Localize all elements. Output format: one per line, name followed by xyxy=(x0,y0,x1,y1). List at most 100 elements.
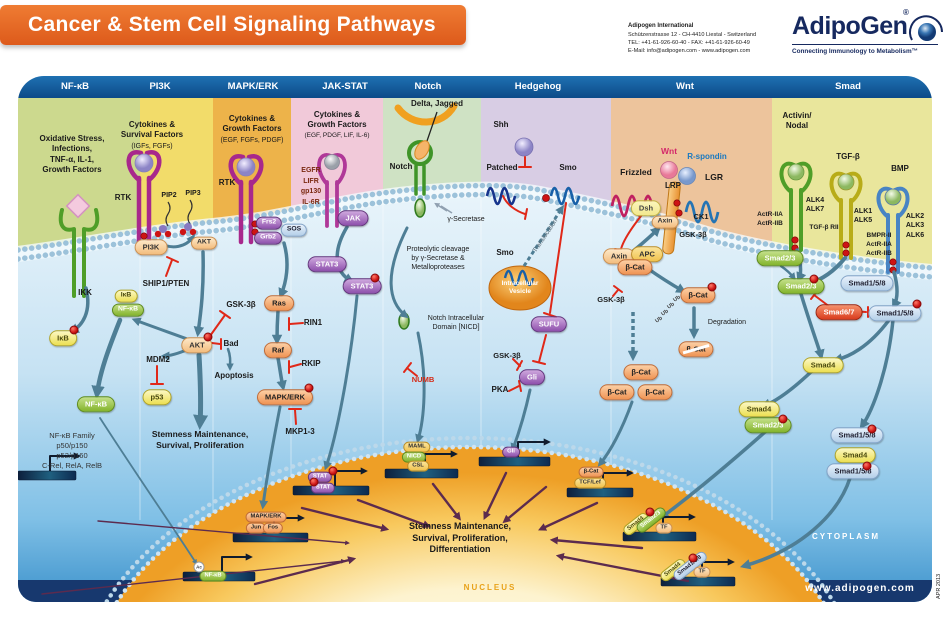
gamma-secretase-label: γ-Secretase xyxy=(447,216,485,223)
smo-vesicle-label: Smo xyxy=(496,248,514,257)
shh-label: Shh xyxy=(493,120,509,129)
mapk-ligand-title: Cytokines & Growth Factors xyxy=(222,114,282,134)
tgfb-label: TGF-β xyxy=(836,152,860,161)
cytoplasm-region-label: CYTOPLASM xyxy=(811,532,881,541)
ras-pill: Ras xyxy=(264,295,294,311)
akt-membrane-pill: AKT xyxy=(191,236,217,250)
vesicle-label: Intracellular Vesicle xyxy=(501,280,539,296)
lrp-label: LRP xyxy=(665,181,681,190)
gli-pill: Gli xyxy=(518,369,546,385)
title-bar: Cancer & Stem Cell Signaling Pathways xyxy=(0,5,466,45)
rkip-label: RKIP xyxy=(301,359,321,368)
bcat-free-pill-1: β-Cat xyxy=(623,364,659,380)
phospho-dot-ikb xyxy=(69,325,79,335)
phospho-dot-stat-nuc2 xyxy=(309,477,319,487)
company-info: Adipogen International Schützenstrasse 1… xyxy=(628,22,756,55)
mapk-ligand-sub: (EGF, FGFs, PDGF) xyxy=(220,137,284,144)
company-address: Schützenstrasse 12 - CH-4410 Liestal - S… xyxy=(628,31,757,38)
dsh-pill: Dsh xyxy=(630,200,662,216)
company-email: E-Mail: info@adipogen.com - www.adipogen… xyxy=(628,47,751,54)
column-notch: Notch xyxy=(414,81,442,92)
fos-pill: Fos xyxy=(262,522,284,534)
jakstat-ligand-sub: (EGF, PDGF, LIF, IL-6) xyxy=(304,132,370,139)
nfkb-stimuli-label: Oxidative Stress, Infections, TNF-α, IL-… xyxy=(39,134,105,175)
gsk3b-label-pi3k: GSK-3β xyxy=(226,300,256,309)
column-pi3k: PI3K xyxy=(149,81,171,92)
jak-pill: JAK xyxy=(337,210,369,226)
smad4-pill: Smad4 xyxy=(802,357,844,373)
pi3k-outcome-label: Stemness Maintenance, Survival, Prolifer… xyxy=(151,429,249,451)
axin-lrp-pill: Axin xyxy=(651,215,679,229)
logo-registered-mark: ® xyxy=(903,8,909,17)
phospho-dot-smad158-right2 xyxy=(862,461,872,471)
phospho-dot-smad23-nuc xyxy=(645,507,655,517)
column-nfkb: NF-κB xyxy=(61,81,89,92)
nfkb-family-label: NF-κB Family p50/p150 p52/p160 C-Rel, Re… xyxy=(41,431,103,471)
rin1-label: RIN1 xyxy=(303,318,323,327)
ikb-pill-top: IκB xyxy=(114,289,138,303)
nicd-note: Notch Intracellular Domain [NICD] xyxy=(427,315,485,332)
ship-pten-label: SHIP1/PTEN xyxy=(142,279,190,288)
band-notch xyxy=(383,98,481,310)
degradation-label: Degradation xyxy=(707,319,747,326)
apoptosis-label: Apoptosis xyxy=(214,371,254,380)
diagram-panel: NF-κB PI3K MAPK/ERK JAK-STAT Notch Hedge… xyxy=(18,76,932,602)
mkp13-label: MKP1-3 xyxy=(285,427,315,436)
tf-pill-1: TF xyxy=(655,522,673,534)
column-wnt: Wnt xyxy=(676,81,694,92)
pip3-label: PIP3 xyxy=(185,190,201,197)
raf-pill: Raf xyxy=(263,342,293,358)
bmp-label: BMP xyxy=(891,164,909,173)
phospho-dot-smad158-right1 xyxy=(867,424,877,434)
frs2-pill: Frs2 xyxy=(255,216,283,230)
mapk-rtk-label: RTK xyxy=(218,178,236,187)
gsk3b-label-hh: GSK-3β xyxy=(493,351,521,360)
column-mapk-erk: MAPK/ERK xyxy=(227,81,279,92)
mdm2-label: MDM2 xyxy=(146,355,170,364)
logo-tagline: Connecting Immunology to Metabolism™ xyxy=(792,48,919,55)
smo-label: Smo xyxy=(559,163,577,172)
phospho-dot-bcat xyxy=(707,282,717,292)
acetyl-mark: Ac xyxy=(193,561,205,573)
p53-pill: p53 xyxy=(142,389,172,405)
bcat-free-pill-3: β-Cat xyxy=(637,384,673,400)
phospho-dot-akt xyxy=(203,332,213,342)
company-name: Adipogen International xyxy=(628,23,694,29)
smad67-pill: Smad6/7 xyxy=(815,304,863,320)
pi3k-rtk-label: RTK xyxy=(114,193,132,202)
nfkb-free-pill: NF-κB xyxy=(76,396,116,412)
smad158-pill: Smad1/5/8 xyxy=(840,275,894,291)
bcat-free-pill-2: β-Cat xyxy=(599,384,635,400)
jakstat-receptors-label: EGFR LIFR gp130 IL-6R xyxy=(300,167,322,206)
rspondin-label: R-spondin xyxy=(687,152,727,161)
logo-name: AdipoGen xyxy=(792,12,908,40)
mapk-erk-pill: MAPK/ERK xyxy=(256,389,314,405)
logo-sphere-icon xyxy=(909,15,943,41)
alk4-7-label: ALK4 ALK7 xyxy=(805,197,825,214)
poster-date: APR 2013 xyxy=(936,573,942,599)
pi3k-pill: PI3K xyxy=(134,239,168,255)
column-hedgehog: Hedgehog xyxy=(514,81,562,92)
smad23-pill: Smad2/3 xyxy=(756,250,804,266)
pi3k-ligand-sub: (IGFs, FGFs) xyxy=(131,143,173,150)
cleavage-note: Proteolytic cleavage by γ-Secretase & Me… xyxy=(406,246,470,272)
patched-label: Patched xyxy=(486,163,518,172)
lgr-label: LGR xyxy=(705,172,723,182)
phospho-dot-smad158 xyxy=(912,299,922,309)
sos-pill: SOS xyxy=(280,223,308,237)
mapk-nuc-pill: MAPK/ERK xyxy=(245,511,287,523)
tf-pill-2: TF xyxy=(693,566,711,578)
csl-pill: CSL xyxy=(407,460,429,472)
website-link[interactable]: www.adipogen.com xyxy=(805,583,915,594)
smad4-right-pill: Smad4 xyxy=(834,447,876,463)
phospho-dot-mapk xyxy=(304,383,314,393)
company-tel: TEL: +41-61-926-60-40 - FAX: +41-61-926-… xyxy=(628,39,750,46)
column-smad: Smad xyxy=(835,81,861,92)
bcat-nuc-pill: β-Cat xyxy=(578,466,604,478)
phospho-dot-smad23 xyxy=(809,274,819,284)
activin-nodal-label: Activin/ Nodal xyxy=(782,111,812,131)
phospho-dot-stat3 xyxy=(370,273,380,283)
pi3k-ligand-title: Cytokines & Survival Factors xyxy=(120,120,184,140)
grb2-pill: Grb2 xyxy=(254,231,282,245)
